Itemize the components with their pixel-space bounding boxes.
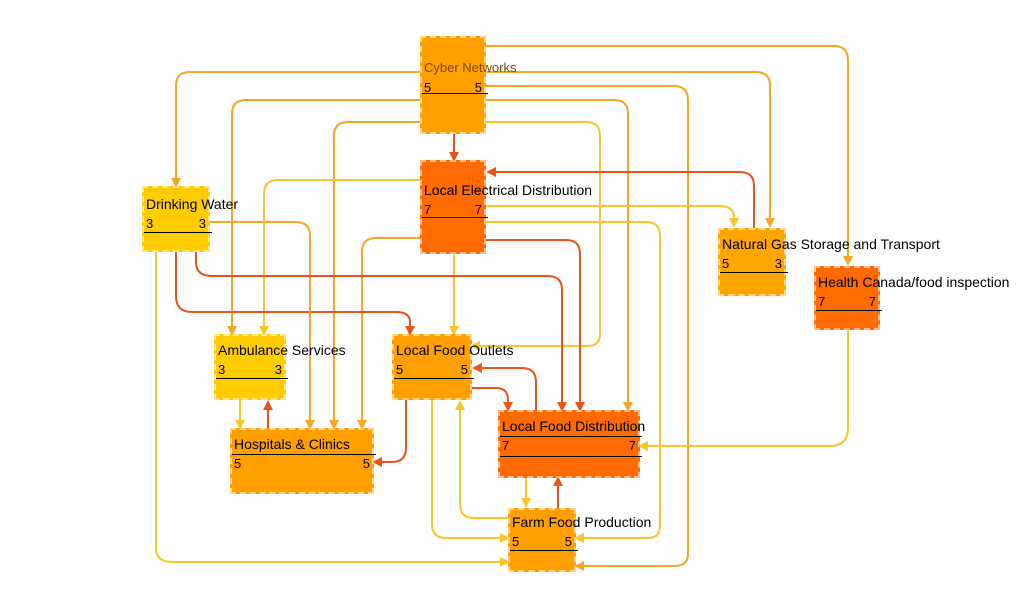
- node-label: Local Food Outlets: [396, 342, 514, 358]
- node-hospitals-clinics[interactable]: Hospitals & Clinics 5 5: [230, 428, 376, 494]
- node-local-food-outlets[interactable]: Local Food Outlets 5 5: [392, 334, 514, 400]
- edge-elec-gas: [486, 205, 739, 228]
- node-right-value: 3: [774, 256, 782, 271]
- node-label: Cyber Networks: [424, 60, 517, 75]
- node-local-food-distribution[interactable]: Local Food Distribution 7 7: [498, 410, 645, 478]
- node-left-value: 5: [424, 80, 432, 95]
- node-left-value: 7: [818, 294, 826, 309]
- node-label: Health Canada/food inspection: [818, 274, 1010, 290]
- node-right-value: 7: [628, 438, 636, 453]
- node-right-value: 3: [274, 362, 282, 377]
- edge-cyber-water: [171, 71, 420, 188]
- node-left-value: 5: [234, 456, 242, 471]
- node-label: Local Food Distribution: [502, 418, 646, 434]
- edge-elec-farm: [486, 221, 661, 543]
- node-left-value: 3: [146, 216, 154, 231]
- node-ambulance-services[interactable]: Ambulance Services 3 3: [214, 334, 346, 400]
- node-left-value: 3: [218, 362, 226, 377]
- node-label: Hospitals & Clinics: [234, 436, 350, 452]
- node-health-canada[interactable]: Health Canada/food inspection 7 7: [814, 266, 1009, 330]
- node-left-value: 5: [722, 256, 730, 271]
- node-label: Ambulance Services: [218, 342, 346, 358]
- edge-cyber-gas: [486, 71, 775, 228]
- edge-outlets-hosp: [372, 400, 407, 467]
- node-right-value: 5: [362, 456, 370, 471]
- node-cyber-networks[interactable]: Cyber Networks 5 5: [420, 36, 516, 134]
- node-label: Natural Gas Storage and Transport: [722, 236, 940, 252]
- edge-water-farm: [155, 252, 510, 567]
- node-right-value: 7: [868, 294, 876, 309]
- node-label: Farm Food Production: [512, 514, 652, 530]
- node-natural-gas-storage[interactable]: Natural Gas Storage and Transport 5 3: [718, 228, 940, 296]
- edge-outlets-farm: [431, 400, 510, 543]
- edge-water-hosp: [210, 221, 315, 430]
- edge-water-outlets: [175, 252, 415, 336]
- edge-outlets-dist: [472, 387, 513, 412]
- node-right-value: 3: [198, 216, 206, 231]
- edge-cyber-farm: [486, 85, 689, 571]
- node-left-value: 5: [396, 362, 404, 377]
- node-label: Local Electrical Distribution: [424, 182, 593, 198]
- edge-cyber-outlets: [470, 121, 601, 351]
- node-right-value: 7: [474, 202, 482, 217]
- edge-gas-elec: [486, 167, 755, 230]
- node-left-value: 5: [512, 534, 520, 549]
- edge-farm-outlets: [455, 400, 510, 519]
- edge-health-dist: [638, 330, 849, 451]
- node-right-value: 5: [460, 362, 468, 377]
- edge-water-dist: [195, 252, 567, 412]
- node-right-value: 5: [474, 80, 482, 95]
- edge-dist-outlets: [472, 363, 537, 410]
- edge-elec-amb: [259, 179, 420, 336]
- edge-cyber-health: [486, 45, 853, 266]
- node-right-value: 5: [564, 534, 572, 549]
- edge-cyber-amb: [227, 99, 420, 336]
- node-farm-food-production[interactable]: Farm Food Production 5 5: [508, 508, 651, 572]
- edge-cyber-hosp: [329, 121, 420, 430]
- node-label: Drinking Water: [146, 196, 239, 212]
- node-left-value: 7: [424, 202, 432, 217]
- node-local-electrical-distribution[interactable]: Local Electrical Distribution 7 7: [420, 160, 592, 254]
- edge-cyber-dist: [486, 99, 633, 412]
- node-left-value: 7: [502, 438, 510, 453]
- edge-elec-hosp: [357, 237, 420, 430]
- node-drinking-water[interactable]: Drinking Water 3 3: [142, 186, 238, 252]
- edge-elec-dist: [486, 239, 585, 412]
